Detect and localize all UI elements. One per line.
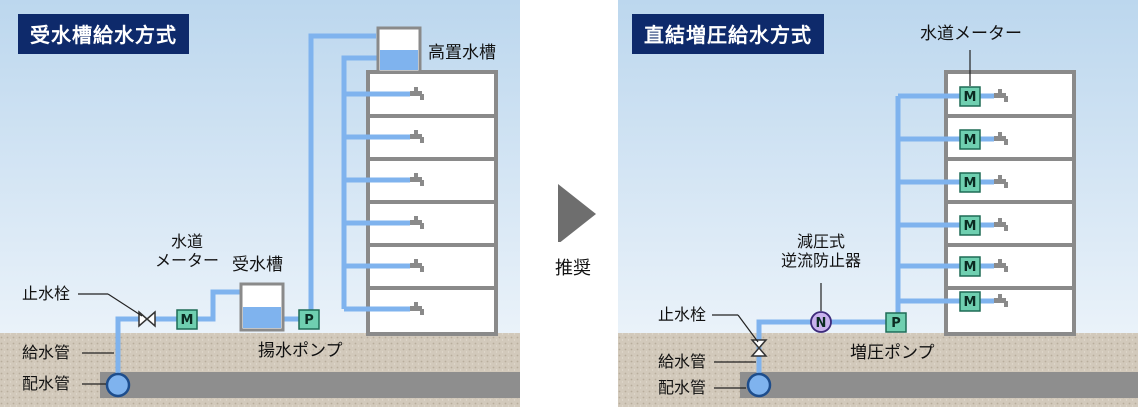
distribution-main-pipe	[100, 372, 520, 398]
stop-valve-label: 止水栓	[658, 305, 707, 324]
svg-text:P: P	[891, 316, 901, 331]
right-diagram: M M M M M M N P	[618, 0, 1138, 407]
meter-icon: M	[959, 256, 981, 277]
meter-icon: M	[959, 291, 981, 312]
svg-text:M: M	[964, 295, 977, 310]
meter-icon: M	[959, 86, 981, 107]
pipe-junction-icon	[746, 372, 772, 398]
leader-lines	[78, 293, 143, 385]
faucet-icon	[410, 130, 424, 143]
svg-text:M: M	[964, 133, 977, 148]
right-panel: M M M M M M N P	[618, 0, 1138, 407]
recommend-arrow	[548, 182, 608, 292]
floor-meters: M M M M M M	[959, 86, 981, 312]
pipe-junction-icon	[105, 372, 131, 398]
svg-text:M: M	[964, 219, 977, 234]
meter-label: 水道メーター	[920, 24, 1022, 44]
faucet-icon	[994, 218, 1008, 231]
building	[366, 70, 498, 336]
svg-text:M: M	[964, 260, 977, 275]
svg-text:P: P	[304, 313, 314, 328]
faucet-icon	[410, 87, 424, 100]
backflow-preventer-icon: N	[810, 311, 832, 333]
faucet-icon	[994, 294, 1008, 307]
faucet-icons	[994, 89, 1008, 307]
faucet-icon	[410, 216, 424, 229]
svg-text:M: M	[964, 90, 977, 105]
water-pipes	[115, 33, 410, 384]
high-tank	[376, 26, 422, 74]
faucet-icon	[410, 302, 424, 315]
svg-text:N: N	[816, 316, 827, 331]
meter-icon: M	[176, 309, 198, 330]
distribution-main-pipe	[740, 372, 1138, 398]
right-title: 直結増圧給水方式	[632, 14, 824, 54]
pump-icon: P	[885, 312, 907, 333]
faucet-icon	[994, 175, 1008, 188]
right-arrow-icon	[558, 184, 596, 242]
supply-pipe-label: 給水管	[22, 343, 71, 362]
pump-label: 増圧ポンプ	[850, 343, 935, 363]
meter-label: 水道 メーター	[154, 232, 219, 271]
faucet-icon	[410, 173, 424, 186]
pump-label: 揚水ポンプ	[258, 341, 343, 361]
distribution-pipe-label: 配水管	[658, 378, 707, 397]
supply-pipe-label: 給水管	[658, 352, 707, 371]
svg-text:M: M	[181, 313, 194, 328]
recommend-label: 推奨	[555, 258, 591, 279]
high-tank-label: 高置水槽	[428, 43, 496, 63]
stop-valve-icon	[750, 339, 768, 357]
left-title: 受水槽給水方式	[18, 14, 189, 54]
receiving-tank	[239, 282, 285, 332]
distribution-pipe-label: 配水管	[22, 374, 71, 393]
faucet-icon	[410, 259, 424, 272]
meter-icon: M	[959, 129, 981, 150]
stop-valve-label: 止水栓	[22, 284, 71, 303]
faucet-icon	[994, 89, 1008, 102]
svg-text:M: M	[964, 176, 977, 191]
backflow-preventer-label: 減圧式 逆流防止器	[780, 232, 861, 271]
faucet-icon	[994, 259, 1008, 272]
building	[944, 70, 1076, 336]
meter-icon: M	[959, 172, 981, 193]
leader-lines	[712, 50, 971, 389]
left-panel: M P 受水槽給水方式 高置水槽 水道 メーター 受水槽 止水栓 給水管 配水管…	[0, 0, 520, 407]
left-diagram: M P	[0, 0, 520, 407]
faucet-icon	[994, 132, 1008, 145]
meter-icon: M	[959, 215, 981, 236]
faucet-icons	[410, 87, 424, 315]
pump-icon: P	[298, 309, 320, 330]
receiving-tank-label: 受水槽	[232, 255, 283, 275]
